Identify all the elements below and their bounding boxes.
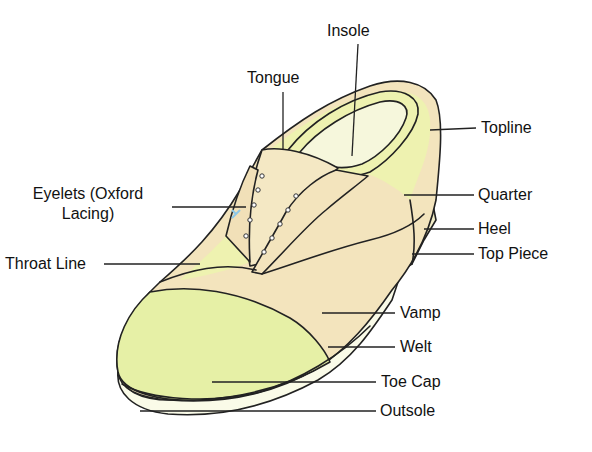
leader-line <box>328 346 395 347</box>
part-label: Outsole <box>380 401 435 421</box>
eyelet <box>262 250 266 254</box>
leader-line <box>404 194 474 195</box>
leader-line <box>104 263 200 264</box>
throat-line <box>160 267 256 282</box>
eyelet <box>286 208 290 212</box>
welt-line <box>122 326 370 399</box>
eyelet <box>294 194 298 198</box>
part-label: Heel <box>478 219 511 239</box>
leader-line <box>352 44 358 156</box>
seam-line <box>262 214 424 274</box>
part-label: Top Piece <box>478 244 548 264</box>
part-label: Welt <box>400 337 432 357</box>
eyelet <box>244 234 248 238</box>
part-label: Eyelets (Oxford Lacing) <box>20 184 156 224</box>
part-label: Vamp <box>400 303 441 323</box>
toe-cap-shape <box>117 289 330 401</box>
leader-line <box>322 312 395 313</box>
leader-line <box>424 228 474 229</box>
leader-line <box>212 381 376 382</box>
eyelet <box>278 222 282 226</box>
eyelet <box>260 174 264 178</box>
part-label: Quarter <box>478 185 532 205</box>
eyelet <box>248 218 252 222</box>
part-label: Tongue <box>247 68 300 88</box>
part-label: Toe Cap <box>381 372 441 392</box>
part-label: Insole <box>327 21 370 41</box>
part-label: Topline <box>481 118 532 138</box>
eyelet <box>270 236 274 240</box>
part-label: Throat Line <box>5 254 86 274</box>
quarter-facing <box>226 166 258 262</box>
leader-line <box>172 206 246 207</box>
eyelet <box>252 203 256 207</box>
leader-line <box>412 253 474 254</box>
leader-line <box>282 92 283 150</box>
lace-mark <box>232 210 240 218</box>
leader-line <box>140 410 376 411</box>
leader-line <box>430 128 476 130</box>
eyelet <box>256 188 260 192</box>
upper-shape <box>117 81 441 401</box>
